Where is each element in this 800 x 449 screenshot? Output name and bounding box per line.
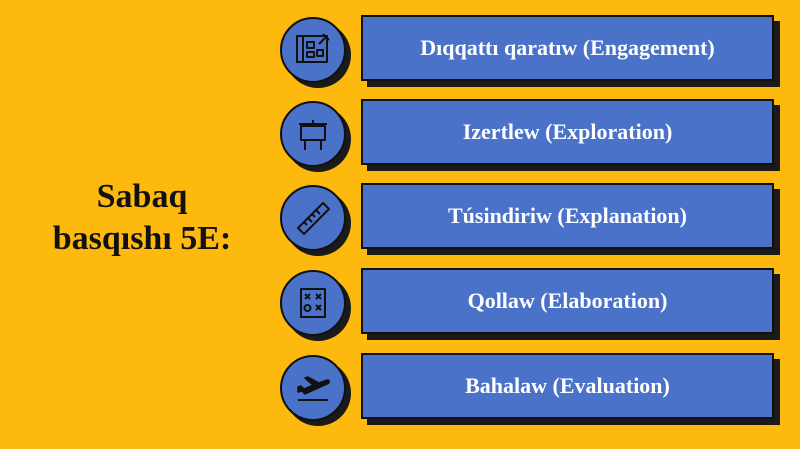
tactics-board-icon xyxy=(280,270,346,336)
billboard-icon xyxy=(280,101,346,167)
step-evaluation: Bahalaw (Evaluation) xyxy=(280,353,780,425)
ruler-icon xyxy=(280,185,346,251)
step-box-explanation: Túsindiriw (Explanation) xyxy=(361,183,774,249)
step-label-explanation: Túsindiriw (Explanation) xyxy=(447,203,687,228)
step-box-elaboration: Qollaw (Elaboration) xyxy=(361,268,774,334)
blueprint-icon xyxy=(280,17,346,83)
step-box-engagement: Dıqqattı qaratıw (Engagement) xyxy=(361,15,774,81)
step-box-exploration: Izertlew (Exploration) xyxy=(361,99,774,165)
step-box-evaluation: Bahalaw (Evaluation) xyxy=(361,353,774,419)
diagram-title: Sabaq basqıshı 5E: xyxy=(22,176,262,260)
step-label-elaboration: Qollaw (Elaboration) xyxy=(467,288,668,313)
title-line-1: Sabaq xyxy=(96,178,188,215)
step-elaboration: Qollaw (Elaboration) xyxy=(280,268,780,340)
step-exploration: Izertlew (Exploration) xyxy=(280,99,780,171)
step-label-engagement: Dıqqattı qaratıw (Engagement) xyxy=(420,35,715,60)
step-explanation: Túsindiriw (Explanation) xyxy=(280,183,780,255)
title-line-2: basqıshı 5E: xyxy=(52,220,232,257)
step-label-exploration: Izertlew (Exploration) xyxy=(462,119,673,144)
step-engagement: Dıqqattı qaratıw (Engagement) xyxy=(280,15,780,87)
airplane-takeoff-icon xyxy=(280,355,346,421)
step-label-evaluation: Bahalaw (Evaluation) xyxy=(465,373,670,398)
